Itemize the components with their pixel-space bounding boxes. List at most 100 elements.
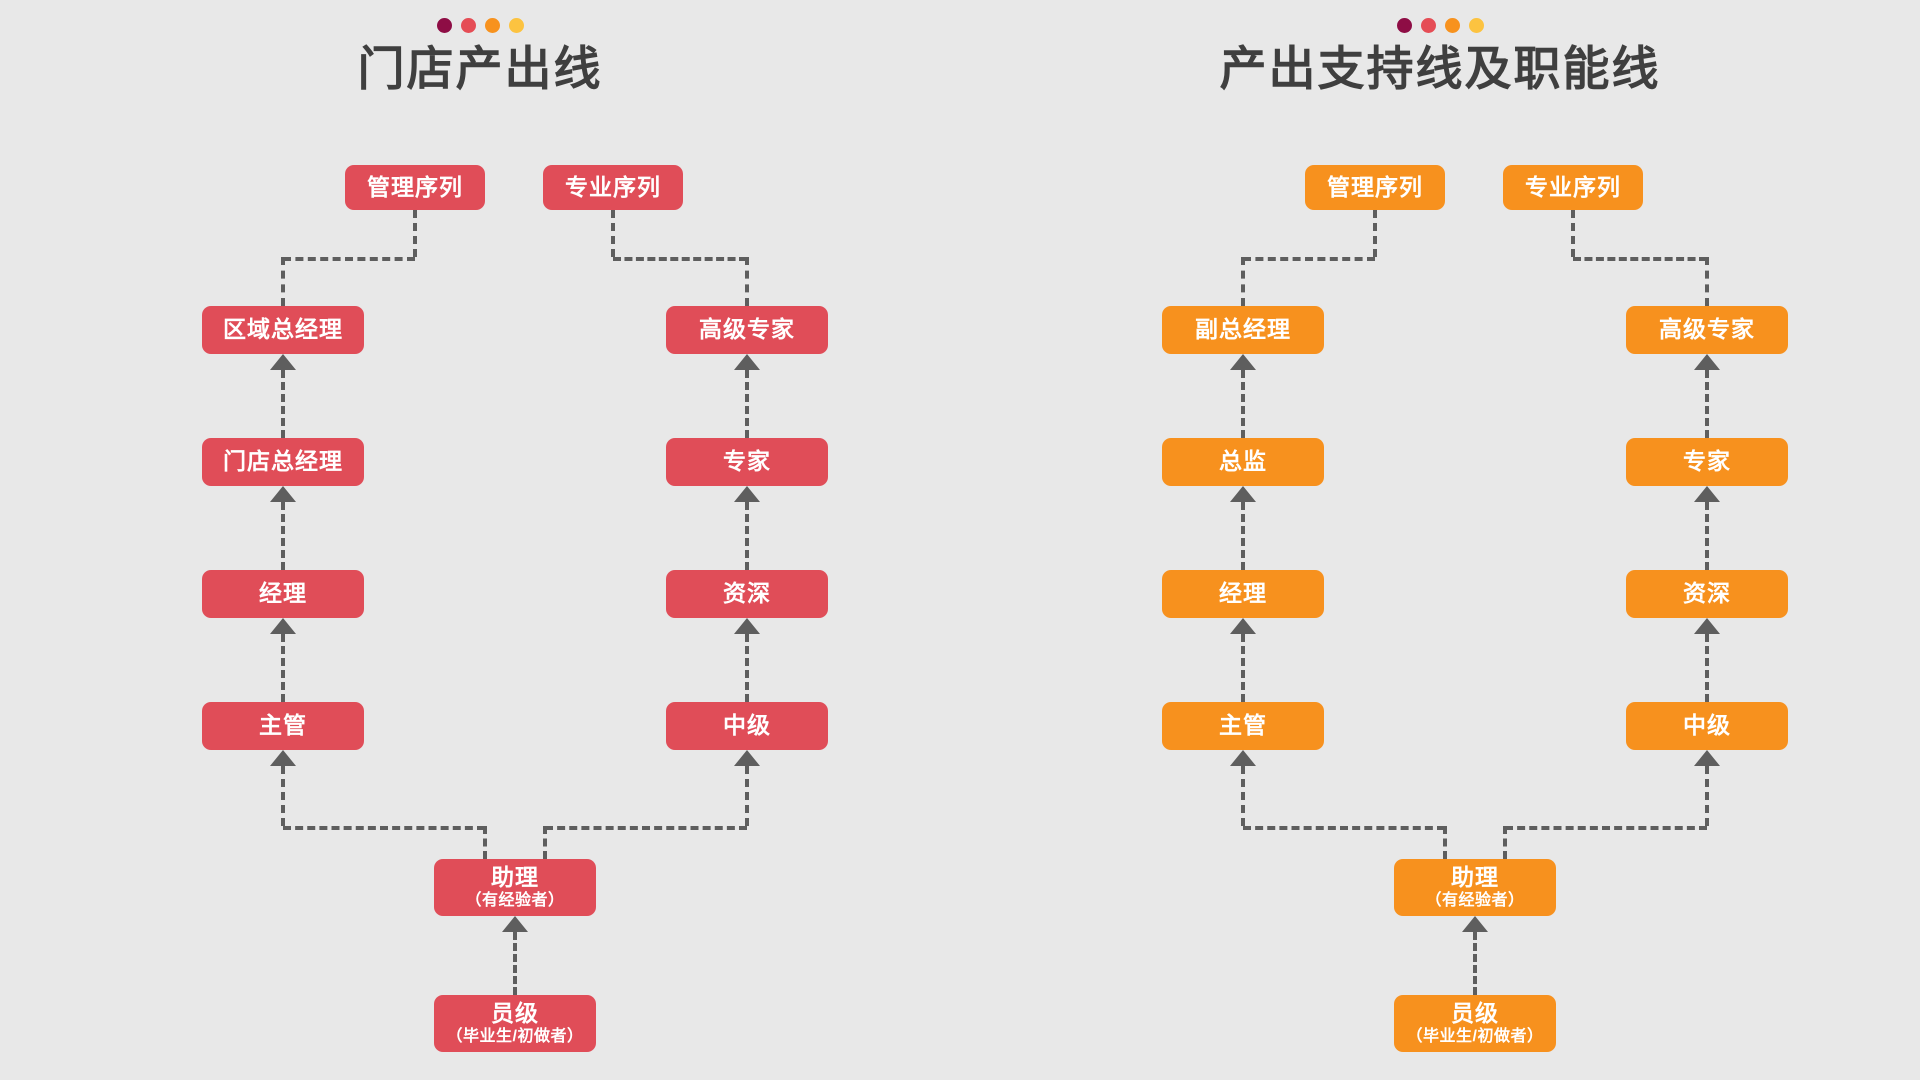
connector-mgmt-seq-into-box [1241,257,1245,306]
connector-professional-step-0 [1705,370,1709,438]
connector-base-span-right [1505,826,1707,830]
accent-dot-1 [436,18,452,33]
arrow-up-icon-junior-to-assistant [1462,916,1488,932]
connector-base-span-right [545,826,747,830]
arrow-up-icon-management-2 [1230,618,1256,634]
connector-base-drop-left [1443,826,1447,859]
base-box-junior[interactable]: 员级（毕业生/初做者） [434,995,596,1052]
base-box-assistant[interactable]: 助理（有经验者） [1394,859,1556,916]
rank-box-management-3-label: 主管 [1219,712,1267,739]
base-box-assistant-sublabel: （有经验者） [465,891,565,909]
connector-management-step-1 [281,502,285,570]
connector-prof-seq-span [1573,257,1707,261]
panel-header-output-support-and-function-line: 产出支持线及职能线 [960,18,1920,96]
base-box-junior-sublabel: （毕业生/初做者） [446,1027,584,1045]
base-box-junior-label: 员级 [1451,1000,1499,1027]
base-box-junior-label: 员级 [491,1000,539,1027]
rank-box-professional-2-label: 资深 [723,580,771,607]
rank-box-management-3[interactable]: 主管 [1162,702,1324,750]
panel-output-support-and-function-line: 产出支持线及职能线管理序列 专业序列副总经理总监经理主管 高级专家专家资深中级助理（… [960,0,1920,1080]
sequence-badge-professional-label: 专业序列 [1525,173,1621,200]
rank-box-professional-1[interactable]: 专家 [666,438,828,486]
base-box-assistant-sublabel: （有经验者） [1425,891,1525,909]
connector-junior-to-assistant [1473,932,1477,995]
accent-dot-3 [484,18,500,33]
rank-box-professional-1-label: 专家 [723,448,771,475]
page-title: 产出支持线及职能线 [1219,42,1661,95]
connector-management-step-2 [1241,634,1245,702]
connector-base-drop-left [483,826,487,859]
connector-management-to-base [1241,766,1245,826]
rank-box-professional-3[interactable]: 中级 [1626,702,1788,750]
rank-box-professional-0-label: 高级专家 [1659,316,1755,343]
base-box-assistant[interactable]: 助理（有经验者） [434,859,596,916]
arrow-up-icon-management-base [1230,750,1256,766]
rank-box-management-1-label: 门店总经理 [223,448,343,475]
connector-professional-to-base [745,766,749,826]
connector-base-drop-right [543,826,547,859]
rank-box-management-2-label: 经理 [259,580,307,607]
rank-box-professional-0-label: 高级专家 [699,316,795,343]
sequence-badge-management[interactable]: 管理序列 [1305,165,1445,210]
accent-dot-2 [460,18,476,33]
connector-mgmt-seq-span [1243,257,1375,261]
rank-box-professional-3[interactable]: 中级 [666,702,828,750]
arrow-up-icon-professional-2 [734,618,760,634]
accent-dot-row [436,18,524,33]
rank-box-management-1[interactable]: 总监 [1162,438,1324,486]
panel-header-store-output-line: 门店产出线 [0,18,960,96]
arrow-up-icon-professional-0 [734,354,760,370]
arrow-up-icon-professional-1 [734,486,760,502]
sequence-badge-management[interactable]: 管理序列 [345,165,485,210]
connector-management-step-1 [1241,502,1245,570]
accent-dot-1 [1396,18,1412,33]
page-title: 门店产出线 [357,42,603,95]
accent-dot-4 [1468,18,1484,33]
connector-professional-step-0 [745,370,749,438]
rank-box-professional-0[interactable]: 高级专家 [1626,306,1788,354]
connector-management-step-0 [281,370,285,438]
rank-box-professional-1[interactable]: 专家 [1626,438,1788,486]
rank-box-professional-3-label: 中级 [723,712,771,739]
sequence-badge-professional[interactable]: 专业序列 [1503,165,1643,210]
arrow-up-icon-management-1 [1230,486,1256,502]
arrow-up-icon-professional-base [734,750,760,766]
connector-professional-step-2 [745,634,749,702]
sequence-badge-management-label: 管理序列 [1327,173,1423,200]
rank-box-management-0-label: 区域总经理 [223,316,343,343]
base-box-assistant-label: 助理 [491,864,539,891]
arrow-up-icon-management-0 [1230,354,1256,370]
rank-box-management-2-label: 经理 [1219,580,1267,607]
connector-professional-step-1 [1705,502,1709,570]
rank-box-professional-2[interactable]: 资深 [666,570,828,618]
base-box-junior[interactable]: 员级（毕业生/初做者） [1394,995,1556,1052]
sequence-badge-professional-label: 专业序列 [565,173,661,200]
connector-base-span-left [283,826,485,830]
sequence-badge-professional[interactable]: 专业序列 [543,165,683,210]
arrow-up-icon-professional-1 [1694,486,1720,502]
rank-box-management-1[interactable]: 门店总经理 [202,438,364,486]
rank-box-professional-2-label: 资深 [1683,580,1731,607]
rank-box-management-2[interactable]: 经理 [202,570,364,618]
rank-box-professional-1-label: 专家 [1683,448,1731,475]
rank-box-professional-0[interactable]: 高级专家 [666,306,828,354]
connector-management-to-base [281,766,285,826]
sequence-badge-management-label: 管理序列 [367,173,463,200]
connector-prof-seq-into-box [745,257,749,306]
accent-dot-3 [1444,18,1460,33]
connector-mgmt-seq-drop [413,210,417,257]
base-box-assistant-label: 助理 [1451,864,1499,891]
rank-box-management-0-label: 副总经理 [1195,316,1291,343]
rank-box-management-3[interactable]: 主管 [202,702,364,750]
rank-box-management-2[interactable]: 经理 [1162,570,1324,618]
connector-professional-step-2 [1705,634,1709,702]
panel-store-output-line: 门店产出线管理序列专业序列区域总经理门店总经理经理主管高级专家专家资深中级助理（… [0,18,960,1052]
rank-box-management-0[interactable]: 区域总经理 [202,306,364,354]
accent-dot-row [1396,18,1484,33]
rank-box-management-0[interactable]: 副总经理 [1162,306,1324,354]
connector-prof-seq-drop [1571,210,1575,257]
connector-professional-step-1 [745,502,749,570]
connector-prof-seq-into-box [1705,257,1709,306]
rank-box-professional-2[interactable]: 资深 [1626,570,1788,618]
